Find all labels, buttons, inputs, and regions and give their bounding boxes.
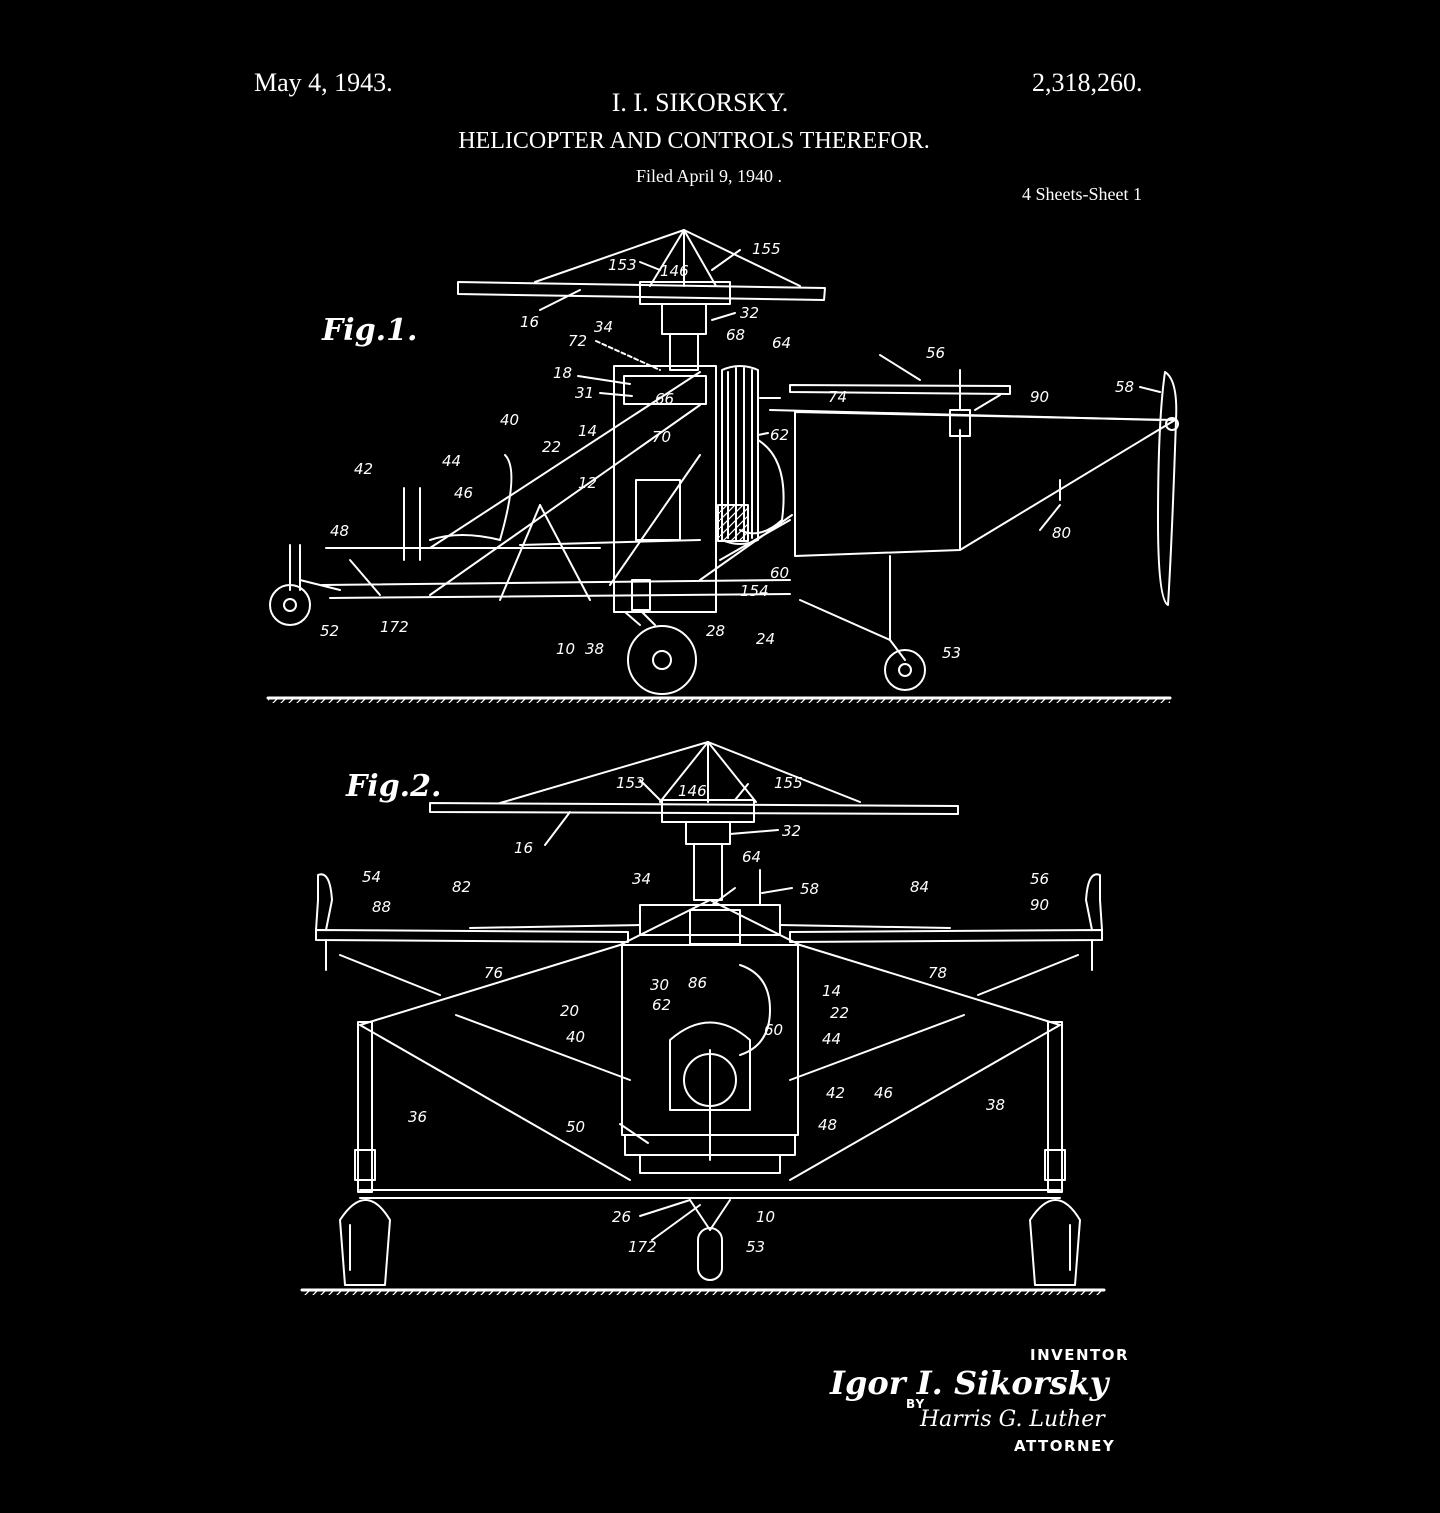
ref-label: 50: [566, 1118, 585, 1136]
ref-label: 68: [726, 326, 745, 344]
ref-label: 146: [678, 782, 707, 800]
ref-label: 72: [568, 332, 587, 350]
ref-label: 154: [740, 582, 769, 600]
ref-label: 62: [770, 426, 789, 444]
ref-label: 22: [830, 1004, 849, 1022]
ref-label: 46: [874, 1084, 893, 1102]
figure-2-label: Fig.2.: [345, 769, 441, 804]
ref-label: 64: [772, 334, 791, 352]
ref-label: 66: [655, 390, 674, 408]
by-label: BY: [906, 1397, 925, 1411]
ref-label: 56: [1030, 870, 1049, 888]
ref-label: 38: [986, 1096, 1005, 1114]
ref-label: 10: [556, 640, 575, 658]
ref-label: 82: [452, 878, 471, 896]
ref-label: 90: [1030, 896, 1049, 914]
ref-label: 32: [740, 304, 759, 322]
ref-label: 54: [362, 868, 381, 886]
figure-1-reference-numerals: 155 153 146 16 32 34 72 68 64 18 31 66 5…: [320, 240, 1134, 662]
ref-label: 32: [782, 822, 801, 840]
inventor-heading: I. I. SIKORSKY.: [611, 88, 789, 117]
ref-label: 40: [566, 1028, 585, 1046]
sheet-count: 4 Sheets-Sheet 1: [1022, 184, 1142, 204]
ref-label: 48: [330, 522, 349, 540]
inventor-signature: Igor I. Sikorsky: [829, 1364, 1111, 1402]
ref-label: 60: [770, 564, 789, 582]
ref-label: 153: [608, 256, 637, 274]
ref-label: 155: [752, 240, 781, 258]
ref-label: 80: [1052, 524, 1071, 542]
signature-block: INVENTOR Igor I. Sikorsky BY Harris G. L…: [829, 1346, 1129, 1455]
ref-label: 40: [500, 411, 519, 429]
ref-label: 53: [746, 1238, 765, 1256]
ref-label: 14: [822, 982, 841, 1000]
ref-label: 22: [542, 438, 561, 456]
figure-1-label: Fig.1.: [321, 313, 417, 348]
attorney-label: ATTORNEY: [1014, 1437, 1115, 1455]
ref-label: 16: [514, 839, 533, 857]
ref-label: 34: [632, 870, 651, 888]
ref-label: 76: [484, 964, 503, 982]
ref-label: 60: [764, 1021, 783, 1039]
ref-label: 64: [742, 848, 761, 866]
ref-label: 172: [380, 618, 409, 636]
ref-label: 53: [942, 644, 961, 662]
inventor-label: INVENTOR: [1030, 1346, 1129, 1364]
ref-label: 31: [575, 384, 594, 402]
ref-label: 58: [800, 880, 819, 898]
patent-title: HELICOPTER AND CONTROLS THEREFOR.: [458, 128, 930, 154]
ref-label: 84: [910, 878, 929, 896]
ref-label: 38: [585, 640, 604, 658]
ref-label: 10: [756, 1208, 775, 1226]
ref-label: 62: [652, 996, 671, 1014]
patent-date: May 4, 1943.: [254, 68, 393, 97]
ref-label: 78: [928, 964, 947, 982]
ref-label: 28: [706, 622, 725, 640]
ref-label: 70: [652, 428, 671, 446]
ref-label: 74: [828, 388, 847, 406]
figure-2-front-view: Fig.2.: [300, 741, 1106, 1295]
ref-label: 172: [628, 1238, 657, 1256]
ref-label: 56: [926, 344, 945, 362]
ref-label: 44: [822, 1030, 841, 1048]
ref-label: 14: [578, 422, 597, 440]
ref-label: 155: [774, 774, 803, 792]
ref-label: 88: [372, 898, 391, 916]
ref-label: 90: [1030, 388, 1049, 406]
figure-1-side-view: Fig.1.: [266, 229, 1179, 703]
ref-label: 46: [454, 484, 473, 502]
ref-label: 52: [320, 622, 339, 640]
patent-number: 2,318,260.: [1032, 68, 1143, 97]
ref-label: 58: [1115, 378, 1134, 396]
ref-label: 30: [650, 976, 669, 994]
ref-label: 42: [354, 460, 373, 478]
ref-label: 44: [442, 452, 461, 470]
ref-label: 86: [688, 974, 707, 992]
ref-label: 12: [578, 474, 597, 492]
ref-label: 42: [826, 1084, 845, 1102]
ref-label: 26: [612, 1208, 631, 1226]
ref-label: 48: [818, 1116, 837, 1134]
ref-label: 146: [660, 262, 689, 280]
ref-label: 18: [553, 364, 572, 382]
ref-label: 16: [520, 313, 539, 331]
attorney-signature: Harris G. Luther: [919, 1407, 1106, 1432]
ref-label: 34: [594, 318, 613, 336]
ref-label: 36: [408, 1108, 427, 1126]
ref-label: 20: [560, 1002, 579, 1020]
figure-2-reference-numerals: 153 146 155 16 32 34 64 58 54 82 84 56 8…: [362, 774, 1049, 1256]
ref-label: 153: [616, 774, 645, 792]
filed-date: Filed April 9, 1940 .: [635, 166, 782, 186]
ref-label: 24: [756, 630, 775, 648]
